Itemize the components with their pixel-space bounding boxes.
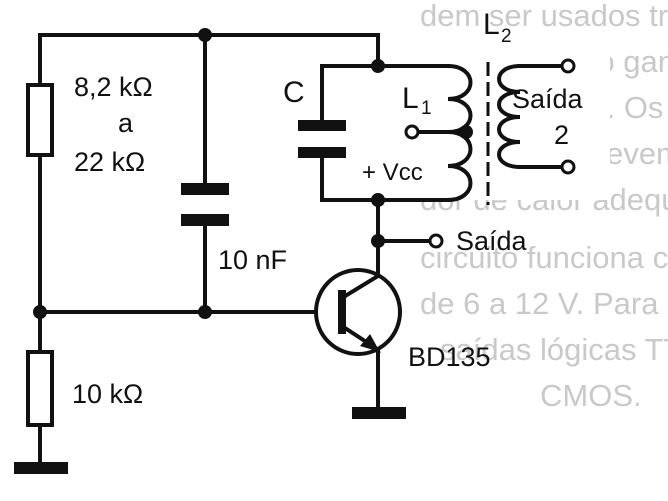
terminal-output xyxy=(428,233,444,249)
cap-tank-label: C xyxy=(283,76,305,109)
capacitor-10nf xyxy=(181,183,229,226)
cap-c-wire-bottom xyxy=(320,153,380,202)
diagram-backdrop-coil xyxy=(410,50,610,200)
cap-main-value: 10 nF xyxy=(218,245,287,275)
r1-value-line1: 8,2 kΩ xyxy=(74,72,153,102)
ground-left xyxy=(14,462,68,474)
junction-dot xyxy=(459,125,473,139)
resistor-r1 xyxy=(26,83,54,157)
junction-dot xyxy=(33,305,47,319)
output-label: Saída xyxy=(456,226,528,256)
vcc-label: + Vcc xyxy=(362,159,423,186)
r1-value-line2: a xyxy=(118,108,134,138)
capacitor-c-plate-bottom xyxy=(298,147,346,158)
junction-dots xyxy=(33,28,473,319)
terminal-output2-top xyxy=(560,58,576,74)
coil-l2-sub: 2 xyxy=(501,26,512,47)
resistor-r2 xyxy=(26,350,54,427)
transistor-bd135 xyxy=(314,268,402,356)
transistor-body xyxy=(314,268,402,356)
terminal-tap xyxy=(404,124,420,140)
coil-l1-label: L 1 xyxy=(402,82,432,119)
output2-label-line2: 2 xyxy=(554,120,569,150)
junction-dot xyxy=(198,305,212,319)
coil-l1-main: L xyxy=(402,82,419,115)
background-text-line: CMOS. xyxy=(540,378,642,413)
output2-label-line1: Saída xyxy=(512,84,584,114)
junction-dot xyxy=(371,59,385,73)
capacitor-c-plate-top xyxy=(298,120,346,131)
coil-l1 xyxy=(445,63,473,203)
transistor-collector-lead xyxy=(339,268,380,301)
cap-c-wire-top xyxy=(320,64,380,124)
capacitor-10nf-plate-top xyxy=(181,183,229,195)
coil-l2-label: L 2 xyxy=(483,8,512,47)
circuit-wires xyxy=(38,33,565,464)
coil-l2 xyxy=(497,63,523,170)
terminal-output2-bottom xyxy=(560,159,576,175)
junction-dot xyxy=(371,234,385,248)
background-text-line: dem ser usados transistores xyxy=(420,0,668,33)
ground-right xyxy=(352,407,406,419)
coil-l2-main: L xyxy=(483,8,500,41)
r1-value-line3: 22 kΩ xyxy=(74,147,145,177)
transistor-label: BD135 xyxy=(408,342,491,372)
transistor-base-bar xyxy=(338,290,346,334)
r2-value: 10 kΩ xyxy=(72,379,143,409)
capacitor-10nf-plate-bottom xyxy=(181,214,229,226)
junction-dot xyxy=(371,193,385,207)
background-text-line: saídas lógicas TTL e xyxy=(440,332,668,367)
background-text-line: circuito funciona com tensões xyxy=(420,240,668,275)
top-rail-wire xyxy=(38,33,380,68)
background-text-line: de 6 a 12 V. Para a ... xyxy=(420,286,668,321)
terminals xyxy=(404,58,576,249)
capacitor-c xyxy=(298,120,346,158)
junction-dot xyxy=(198,28,212,42)
coil-l1-sub: 1 xyxy=(421,98,432,119)
transistor-emitter-arrow xyxy=(360,334,380,352)
